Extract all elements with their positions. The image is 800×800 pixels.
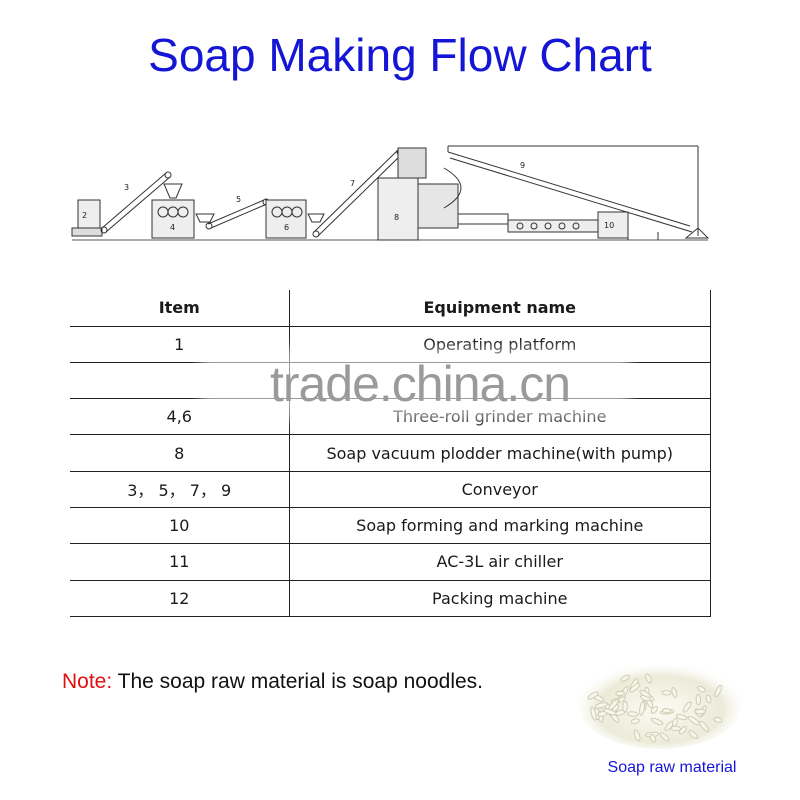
page-title: Soap Making Flow Chart: [148, 29, 652, 81]
soap-noodle-grain: [694, 708, 707, 715]
soap-noodle-grain: [590, 706, 597, 721]
soap-noodle-grain: [649, 733, 656, 743]
production-line-diagram: 2 3 4 5 6 7 8 9 10: [71, 145, 710, 241]
soap-noodle-grain: [650, 717, 664, 726]
item-cell: [70, 362, 290, 400]
table-row: 8 Soap vacuum plodder machine(with pump): [70, 434, 711, 472]
table-row: 1 Operating platform: [70, 326, 711, 363]
soap-noodle-grain: [695, 693, 702, 706]
soap-noodle-grain: [661, 690, 672, 696]
soap-noodle-grain: [587, 691, 599, 700]
soap-noodle-grain: [705, 694, 712, 704]
item-cell: 3， 5， 7， 9: [70, 471, 290, 508]
diagram-label-10: 10: [604, 221, 614, 230]
equipment-name-cell: Conveyor: [289, 471, 711, 508]
diagram-label-4: 4: [170, 223, 175, 232]
equipment-name-cell: Soap forming and marking machine: [289, 507, 711, 545]
equipment-name-cell: [289, 362, 711, 400]
table-row: 10 Soap forming and marking machine: [70, 507, 711, 545]
soap-noodle-grain: [639, 701, 646, 716]
soap-noodle-grain: [633, 729, 641, 742]
diagram-label-7: 7: [350, 179, 355, 188]
table-row: 12 Packing machine: [70, 580, 711, 617]
item-cell: 12: [70, 580, 290, 617]
equipment-name-cell: Operating platform: [289, 326, 711, 363]
equipment-name-cell: Three-roll grinder machine: [289, 398, 711, 436]
soap-noodle-grain: [594, 702, 609, 709]
soap-noodle-grain: [650, 705, 659, 714]
soap-noodle-grain: [713, 717, 723, 723]
soap-noodle-grain: [698, 720, 710, 733]
table-row: 4,6 Three-roll grinder machine: [70, 398, 711, 436]
soap-noodle-grain: [675, 714, 688, 721]
note: Note: The soap raw material is soap nood…: [62, 670, 483, 694]
soap-noodles-image: [578, 661, 742, 749]
soap-noodle-grain: [670, 725, 682, 732]
diagram-label-2: 2: [82, 211, 87, 220]
soap-noodle-grain: [622, 700, 628, 713]
item-cell: 8: [70, 434, 290, 472]
soap-noodle-grain: [697, 685, 706, 693]
soap-noodle-grain: [627, 711, 639, 717]
item-cell: 11: [70, 543, 290, 581]
diagram-label-6: 6: [284, 223, 289, 232]
soap-noodle-grain: [615, 690, 625, 697]
soap-noodle-grain: [671, 687, 678, 698]
diagram-label-9: 9: [520, 161, 525, 170]
soap-noodle-grain: [714, 684, 722, 698]
table-header-row: Item Equipment name: [70, 290, 711, 327]
soap-noodle-grain: [629, 682, 641, 693]
image-caption: Soap raw material: [607, 759, 737, 776]
soap-noodle-grain: [661, 707, 672, 714]
equipment-name-cell: AC-3L air chiller: [289, 543, 711, 581]
soap-noodle-grain: [639, 689, 651, 698]
note-label: Note:: [62, 670, 113, 693]
table-row: [70, 362, 711, 400]
soap-noodle-grain: [659, 732, 670, 742]
equipment-name-cell: Soap vacuum plodder machine(with pump): [289, 434, 711, 472]
soap-noodle-grain: [645, 673, 652, 684]
diagram-label-5: 5: [236, 195, 241, 204]
table-row: 11 AC-3L air chiller: [70, 543, 711, 581]
table-row: 3， 5， 7， 9 Conveyor: [70, 471, 711, 508]
soap-noodle-grain: [678, 725, 687, 735]
header-item: Item: [70, 290, 290, 327]
soap-noodle-grain: [603, 708, 617, 716]
equipment-table: Item Equipment name 1 Operating platform…: [70, 290, 711, 617]
item-cell: 4,6: [70, 398, 290, 436]
diagram-label-3: 3: [124, 183, 129, 192]
equipment-name-cell: Packing machine: [289, 580, 711, 617]
soap-noodle-grain: [688, 730, 699, 740]
note-text: The soap raw material is soap noodles.: [112, 670, 484, 693]
item-cell: 10: [70, 507, 290, 545]
soap-noodle-grain: [682, 701, 692, 713]
soap-noodle-grain: [630, 718, 640, 724]
soap-noodle-grain: [620, 674, 630, 682]
diagram-label-8: 8: [394, 213, 399, 222]
header-equipment-name: Equipment name: [289, 290, 711, 327]
item-cell: 1: [70, 326, 290, 363]
